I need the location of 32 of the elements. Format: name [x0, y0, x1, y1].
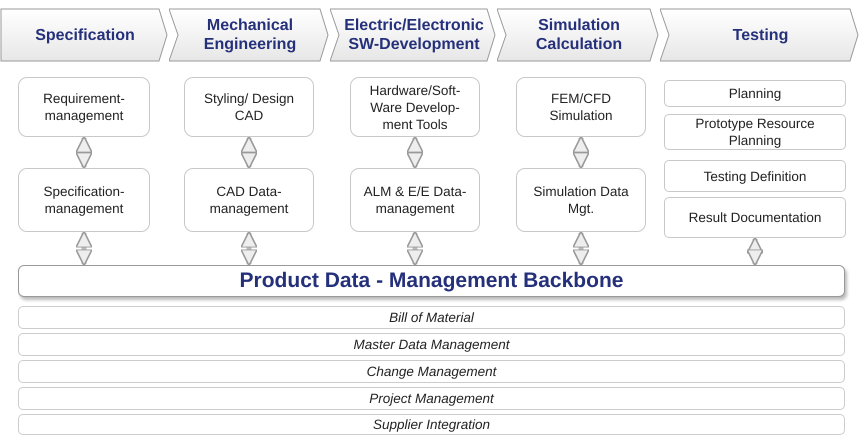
function-box: Specification- management — [18, 168, 150, 232]
function-box: CAD Data- management — [184, 168, 314, 232]
phase-header: Mechanical Engineering — [169, 8, 329, 62]
module-bar: Supplier Integration — [18, 414, 845, 435]
function-box: Testing Definition — [664, 160, 846, 192]
double-arrow — [240, 136, 258, 170]
function-box: Planning — [664, 80, 846, 107]
module-bar: Project Management — [18, 387, 845, 410]
function-box: FEM/CFD Simulation — [516, 77, 646, 137]
double-arrow — [572, 230, 590, 266]
phase-header: Specification — [0, 8, 168, 62]
backbone-bar: Product Data - Management Backbone — [18, 265, 845, 297]
function-box: Requirement- management — [18, 77, 150, 137]
double-arrow — [75, 136, 93, 170]
double-arrow — [572, 136, 590, 170]
function-box: Hardware/Soft- Ware Develop- ment Tools — [350, 77, 480, 137]
double-arrow — [746, 236, 764, 266]
function-box: Styling/ Design CAD — [184, 77, 314, 137]
double-arrow — [75, 230, 93, 266]
double-arrow — [240, 230, 258, 266]
double-arrow — [406, 136, 424, 170]
function-box: Result Documentation — [664, 197, 846, 238]
phase-header: Testing — [660, 8, 859, 62]
function-box: Prototype Resource Planning — [664, 114, 846, 150]
module-bar: Master Data Management — [18, 333, 845, 356]
double-arrow — [406, 230, 424, 266]
phase-header: Simulation Calculation — [497, 8, 659, 62]
phase-header: Electric/Electronic SW-Development — [330, 8, 496, 62]
function-box: ALM & E/E Data- management — [350, 168, 480, 232]
module-bar: Change Management — [18, 360, 845, 383]
module-bar: Bill of Material — [18, 306, 845, 329]
function-box: Simulation Data Mgt. — [516, 168, 646, 232]
